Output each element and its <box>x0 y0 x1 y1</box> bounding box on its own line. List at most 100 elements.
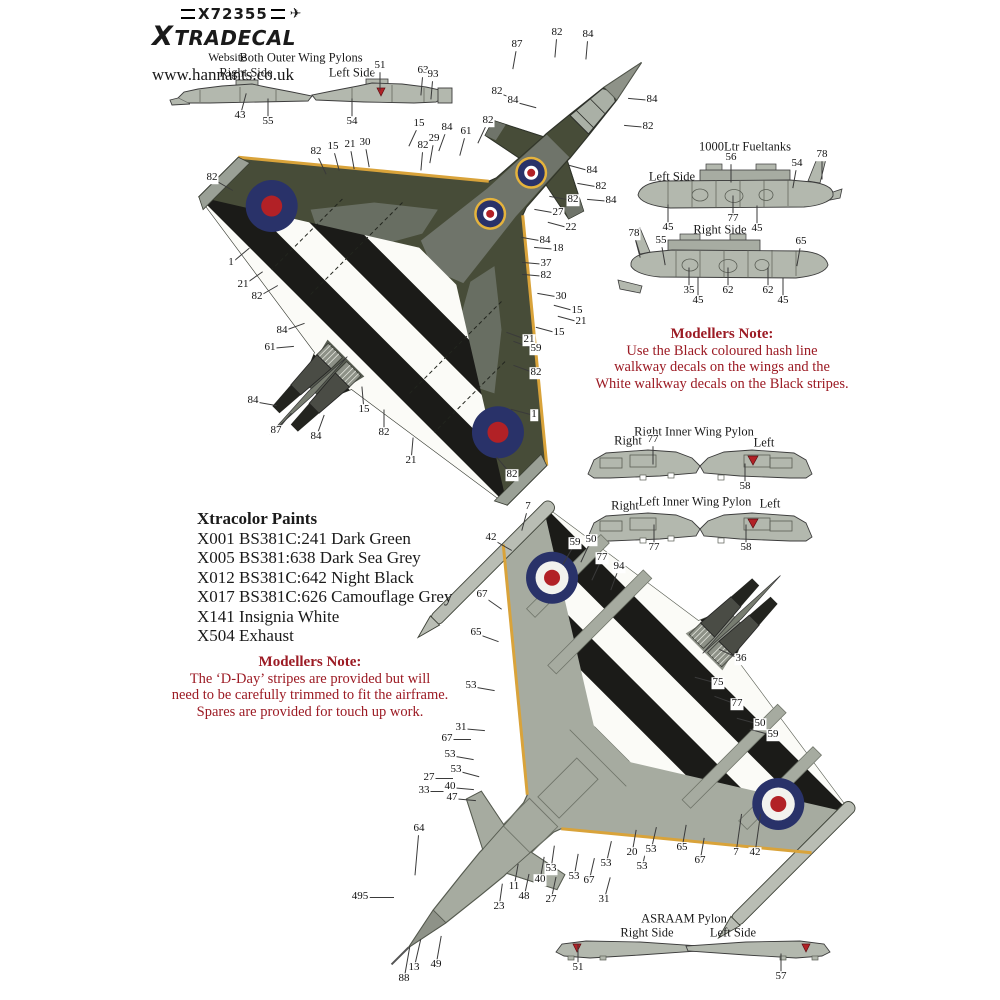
callout-number: 67 <box>693 854 707 867</box>
outer-pylons-left-label: Left Side <box>328 65 376 80</box>
callout-number: 67 <box>582 874 596 887</box>
callout-number: 53 <box>567 870 581 883</box>
callout-number: 82 <box>250 290 264 303</box>
callout-number: 84 <box>440 121 454 134</box>
callout-number: 1 <box>227 256 235 269</box>
product-code-row: X72355 ✈ <box>152 5 302 23</box>
brand-rest: TRADECAL <box>174 26 297 50</box>
callout-number: 21 <box>236 278 250 291</box>
plane-icon: ✈ <box>289 6 303 22</box>
callout-number: 77 <box>647 541 661 554</box>
callout-number: 40 <box>533 873 547 886</box>
callout-number: 49 <box>429 958 443 971</box>
callout-number: 53 <box>544 862 558 875</box>
callout-number: 77 <box>730 697 744 710</box>
callout-number: 15 <box>326 140 340 153</box>
fueltanks-right-label: Right Side <box>693 222 747 237</box>
callout-number: 82 <box>490 85 504 98</box>
callout-number: 51 <box>571 961 585 974</box>
callout-number: 33 <box>417 784 431 797</box>
right-inner-wing-pylon-profiles <box>587 449 813 481</box>
paints-title: Xtracolor Paints <box>197 509 318 528</box>
callout-number: 63 <box>416 64 430 77</box>
callout-number: 1 <box>530 408 538 421</box>
callout-number: 82 <box>481 114 495 127</box>
callout-number: 87 <box>269 424 283 437</box>
callout-leader <box>360 897 394 898</box>
callout-number: 58 <box>739 541 753 554</box>
callout-number: 45 <box>661 221 675 234</box>
callout-number: 54 <box>790 157 804 170</box>
callout-number: 64 <box>412 822 426 835</box>
callout-number: 78 <box>815 148 829 161</box>
modellers-note-1-title: Modellers Note: <box>670 326 774 342</box>
logo-dash-icon <box>181 9 195 19</box>
callout-number: 42 <box>748 846 762 859</box>
callout-number: 77 <box>646 433 660 446</box>
product-code: X72355 <box>198 5 268 23</box>
callout-number: 56 <box>724 151 738 164</box>
callout-number: 84 <box>506 94 520 107</box>
paint-item: X017 BS381C:626 Camouflage Grey <box>197 587 453 606</box>
callout-number: 53 <box>635 860 649 873</box>
callout-number: 27 <box>544 893 558 906</box>
callout-number: 75 <box>711 676 725 689</box>
fueltanks-title: 1000Ltr Fueltanks <box>698 139 792 154</box>
callout-number: 36 <box>734 652 748 665</box>
callout-number: 23 <box>492 900 506 913</box>
left-inner-pylon-right-label: Right <box>611 498 639 513</box>
callout-number: 62 <box>761 284 775 297</box>
callout-number: 59 <box>529 342 543 355</box>
right-inner-pylon-right-label: Right <box>614 433 642 448</box>
callout-leader <box>447 739 471 740</box>
callout-number: 53 <box>449 763 463 776</box>
callout-number: 53 <box>443 748 457 761</box>
callout-number: 42 <box>484 531 498 544</box>
callout-number: 65 <box>794 235 808 248</box>
callout-number: 7 <box>524 500 532 513</box>
callout-number: 45 <box>691 294 705 307</box>
callout-number: 35 <box>682 284 696 297</box>
callout-number: 77 <box>595 551 609 564</box>
callout-number: 53 <box>644 843 658 856</box>
modellers-note-2-line: The ‘D-Day’ stripes are provided but wil… <box>189 670 431 687</box>
modellers-note-2: Modellers Note: The ‘D-Day’ stripes are … <box>165 654 455 720</box>
callout-number: 82 <box>550 26 564 39</box>
callout-number: 45 <box>776 294 790 307</box>
callout-number: 82 <box>539 269 553 282</box>
fueltank-left-side-profile <box>637 155 843 209</box>
outer-pylon-left-profile <box>311 78 453 104</box>
asraam-right-label: Right Side <box>620 925 674 940</box>
callout-number: 27 <box>551 206 565 219</box>
callout-number: 82 <box>529 366 543 379</box>
callout-number: 20 <box>625 846 639 859</box>
callout-number: 82 <box>594 180 608 193</box>
callout-number: 93 <box>426 68 440 81</box>
callout-number: 18 <box>551 242 565 255</box>
callout-number: 82 <box>566 193 580 206</box>
paint-item: X001 BS381C:241 Dark Green <box>197 528 411 548</box>
callout-number: 31 <box>597 893 611 906</box>
asraam-title: ASRAAM Pylon <box>641 911 727 926</box>
asraam-pylon-left-profile <box>685 940 831 961</box>
callout-number: 29 <box>427 132 441 145</box>
callout-number: 43 <box>233 109 247 122</box>
callout-number: 7 <box>732 846 740 859</box>
callout-number: 30 <box>554 290 568 303</box>
callout-number: 82 <box>377 426 391 439</box>
paints-list: Xtracolor Paints X001 BS381C:241 Dark Gr… <box>197 509 452 646</box>
callout-number: 31 <box>454 721 468 734</box>
callout-number: 82 <box>641 120 655 133</box>
callout-number: 22 <box>564 221 578 234</box>
callout-number: 78 <box>627 227 641 240</box>
top-aircraft-illustration <box>159 61 643 545</box>
website-url: www.hannants.co.uk <box>152 65 294 84</box>
callout-number: 53 <box>599 857 613 870</box>
callout-number: 62 <box>721 284 735 297</box>
callout-number: 59 <box>766 728 780 741</box>
callout-number: 61 <box>263 341 277 354</box>
callout-number: 27 <box>422 771 436 784</box>
asraam-left-label: Left Side <box>709 925 757 940</box>
outer-pylons-title: Both Outer Wing Pylons <box>239 50 363 65</box>
callout-number: 21 <box>574 315 588 328</box>
